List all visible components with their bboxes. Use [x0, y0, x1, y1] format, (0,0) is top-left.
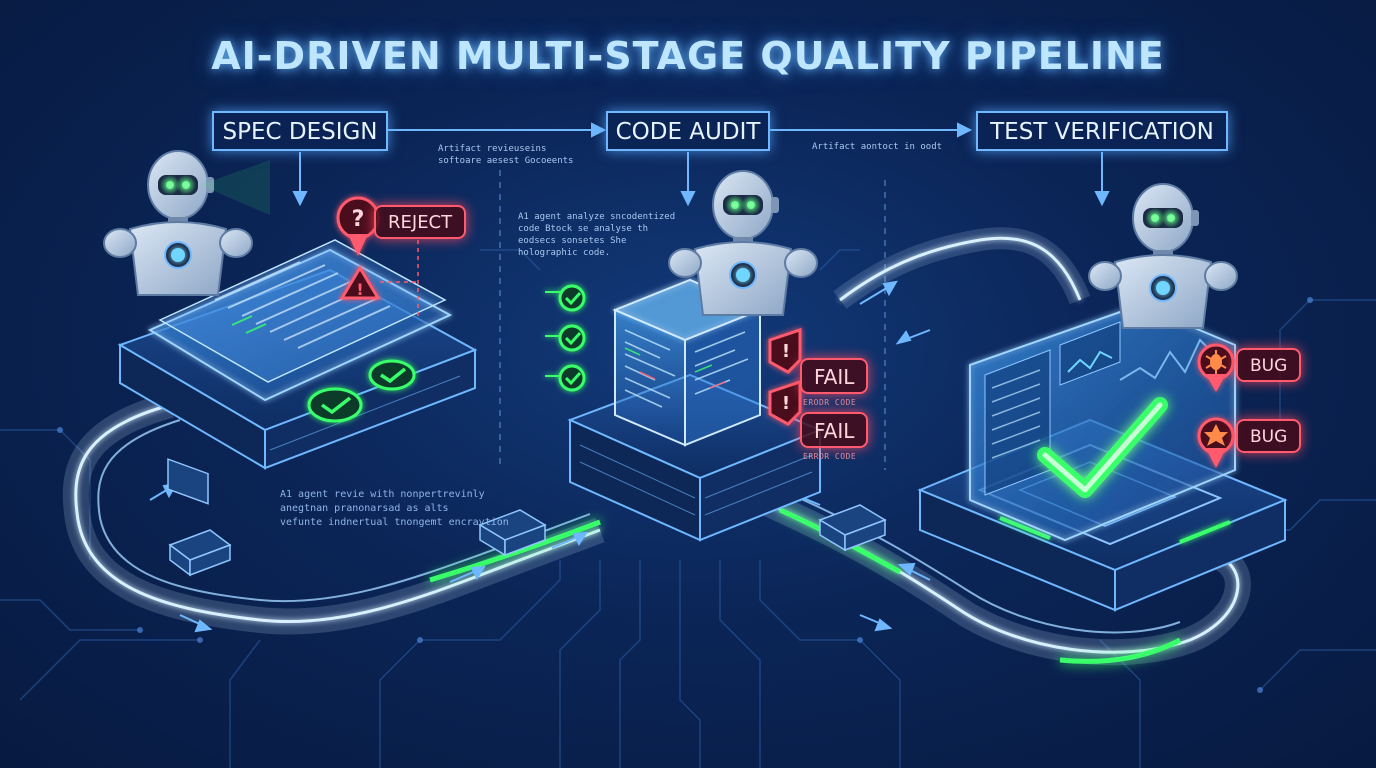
spec-robot-icon: [104, 151, 252, 295]
fail-tag-1: FAIL: [800, 358, 869, 394]
bug-icon-1: [1197, 343, 1235, 392]
connector-note-2: Artifact aontoct in oodt: [812, 142, 943, 152]
test-robot-icon: [1089, 184, 1237, 328]
spec-checkmark-icon-1: [307, 387, 363, 423]
fail-code-2: ERROR CODE: [803, 452, 857, 461]
svg-text:!: !: [356, 280, 363, 299]
spec-robot-scan-beam: [200, 160, 270, 215]
stage-spec-design[interactable]: SPEC DESIGN: [212, 111, 388, 151]
spec-checkmark-icon-2: [368, 359, 416, 391]
stage-separators: [499, 170, 886, 470]
flow-arrows-top: [292, 122, 1110, 207]
connector-note-1: Artifact revieuseins softoare aesest Goc…: [438, 144, 574, 166]
test-dashboard-screen: [969, 303, 1236, 542]
page-title: AI-DRIVEN MULTI-STAGE QUALITY PIPELINE: [211, 34, 1165, 78]
audit-checklist: [545, 284, 586, 392]
svg-text:?: ?: [352, 207, 365, 232]
code-cube: [612, 278, 763, 447]
reject-connector: [380, 240, 419, 320]
spec-document: [147, 239, 453, 402]
fail-code-1: ERODR CODE: [803, 398, 857, 407]
fail-exclamation-icon-1: !: [768, 327, 802, 374]
bug-tag-1: BUG: [1236, 348, 1302, 382]
audit-agent-note: A1 agent analyze sncodentized code Btock…: [518, 212, 676, 258]
fail-exclamation-icon-2: !: [768, 379, 802, 426]
fail-tag-2: FAIL: [800, 412, 869, 448]
svg-text:!: !: [782, 341, 790, 362]
circuit-traces: [0, 249, 1376, 768]
warning-triangle-icon: !: [339, 265, 381, 300]
stage-test-verification[interactable]: TEST VERIFICATION: [976, 111, 1228, 151]
test-pass-checkmark-icon: [1037, 397, 1168, 498]
data-packets: [168, 504, 887, 577]
bug-tag-2: BUG: [1236, 419, 1302, 453]
reject-tag: REJECT: [374, 205, 467, 239]
spec-agent-note: A1 agent revie with nonpertrevinly anegt…: [280, 489, 509, 528]
svg-text:!: !: [782, 393, 790, 414]
stage-code-audit[interactable]: CODE AUDIT: [606, 111, 770, 151]
bug-icon-2: [1197, 417, 1235, 468]
